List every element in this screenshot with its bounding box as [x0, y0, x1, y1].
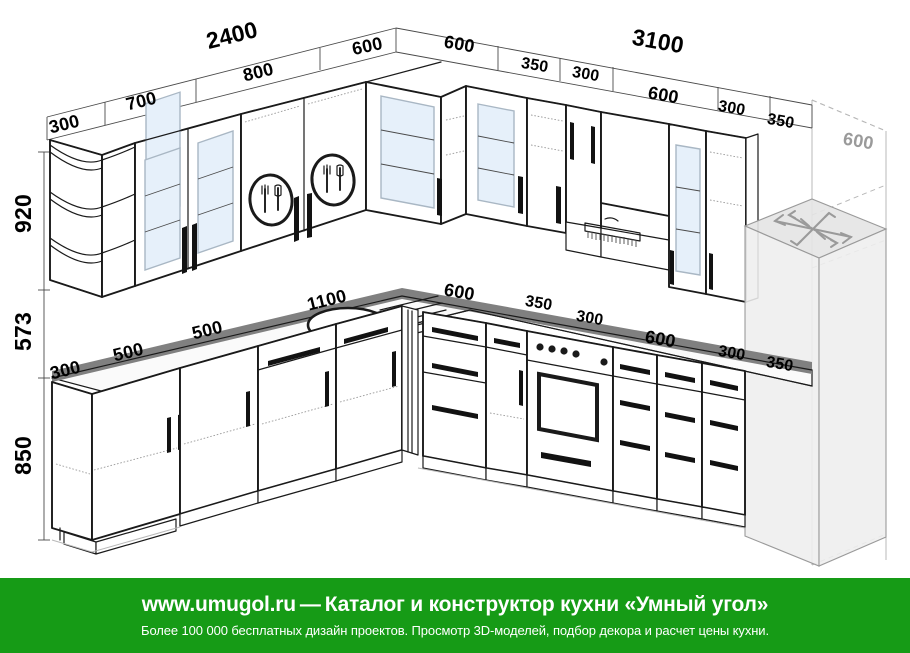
- floor-lines: [51, 467, 746, 553]
- base-cabinet-350[interactable]: [485, 322, 528, 488]
- banner-title-line: www.umugol.ru—Каталог и конструктор кухн…: [141, 593, 769, 617]
- snowflake-icon: [772, 210, 854, 248]
- dish-dryer-icon-right: [310, 153, 356, 207]
- dimension-line-vertical-left: [38, 151, 50, 541]
- base-cabinet-1100-sink[interactable]: [335, 305, 419, 482]
- base-cabinet-300-right[interactable]: [612, 346, 658, 512]
- upper-corner-open-shelf-unit[interactable]: [49, 139, 136, 298]
- dim-height-573: 573: [9, 312, 36, 351]
- upper-cabinet-300-hood-upper[interactable]: [565, 104, 602, 241]
- dish-dryer-icon-left: [248, 173, 294, 227]
- upper-glass-cabinet-300-right[interactable]: [668, 123, 707, 295]
- banner-tagline: Каталог и конструктор кухни «Умный угол»: [324, 593, 769, 616]
- kitchen-3d-drawing: .ln { fill:none; stroke:#1a1a1a; stroke-…: [38, 27, 888, 567]
- dim-height-920: 920: [9, 194, 36, 233]
- oven-control-knobs[interactable]: [536, 343, 608, 366]
- base-cabinet-500-b[interactable]: [257, 323, 337, 504]
- upper-glass-cabinet-600-right[interactable]: [465, 85, 528, 227]
- base-corner-cabinet[interactable]: [51, 367, 182, 555]
- cooker-hood[interactable]: [565, 111, 670, 271]
- base-drawer-unit-600[interactable]: [422, 311, 487, 481]
- dimension-band-upper: [46, 27, 813, 141]
- base-cabinet-500-a[interactable]: [179, 345, 259, 527]
- banner-dash: —: [299, 593, 321, 616]
- upper-cabinet-350[interactable]: [526, 97, 567, 234]
- hood-grille-icon: [584, 217, 641, 247]
- base-cabinet-350-right[interactable]: [656, 354, 746, 528]
- upper-dish-dryer-cabinet-800[interactable]: [240, 81, 367, 252]
- upper-glass-cabinet-700[interactable]: [134, 91, 242, 287]
- upper-corner-glass-cabinet[interactable]: [365, 61, 467, 225]
- built-in-oven[interactable]: [526, 330, 614, 504]
- banner-site-link[interactable]: www.umugol.ru: [141, 593, 296, 616]
- banner-subtitle: Более 100 000 бесплатных дизайн проектов…: [141, 623, 769, 638]
- footer-banner: www.umugol.ru—Каталог и конструктор кухн…: [0, 578, 910, 653]
- dim-height-850: 850: [9, 436, 36, 475]
- refrigerator[interactable]: [743, 198, 888, 567]
